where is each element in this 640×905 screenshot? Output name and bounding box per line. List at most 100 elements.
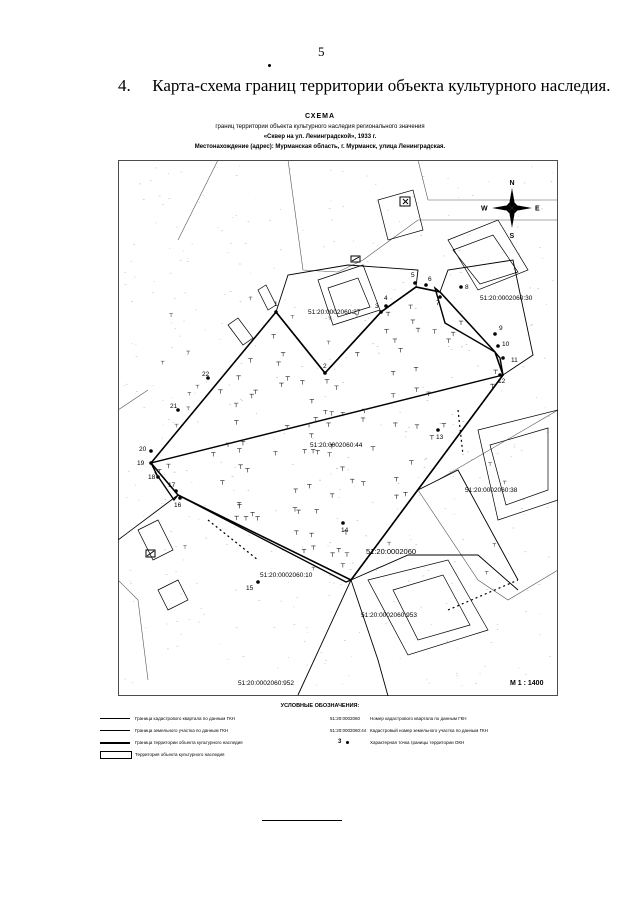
tree-symbol xyxy=(350,478,355,484)
speckle xyxy=(460,311,463,313)
speckle xyxy=(380,266,383,267)
speckle xyxy=(367,318,369,319)
speckle xyxy=(430,623,433,625)
speckle xyxy=(329,542,332,543)
tree-symbol xyxy=(293,488,298,493)
tree-symbol xyxy=(329,411,334,416)
speckle xyxy=(451,582,453,584)
speckle xyxy=(221,230,223,232)
point-label: 14 xyxy=(341,527,349,534)
speckle xyxy=(142,199,145,200)
tree-symbol xyxy=(414,387,419,392)
point-marker xyxy=(436,428,440,432)
tree-symbol xyxy=(502,480,507,485)
speckle xyxy=(428,682,431,684)
tree-symbol xyxy=(323,409,328,415)
speckle xyxy=(498,278,500,280)
speckle xyxy=(324,396,327,398)
point-label: 13 xyxy=(436,434,444,441)
legend-text: Характерная точка границы территории ОКН xyxy=(370,740,465,745)
speckle xyxy=(227,252,229,253)
speckle xyxy=(130,301,133,302)
tree-symbol xyxy=(245,468,250,473)
speckle xyxy=(424,458,427,460)
speckle xyxy=(465,344,467,345)
tree-symbol xyxy=(271,334,276,339)
speckle xyxy=(492,588,494,590)
speckle xyxy=(227,659,229,660)
compass-rose: N S W E xyxy=(481,180,540,240)
speckle xyxy=(163,549,165,551)
speckle xyxy=(124,284,127,285)
tree-symbol xyxy=(362,408,367,414)
speckle xyxy=(167,173,169,174)
point-marker xyxy=(206,376,210,380)
speckle xyxy=(124,678,127,680)
speckle xyxy=(168,419,170,421)
speckle xyxy=(162,424,164,426)
speckle xyxy=(329,358,331,360)
speckle xyxy=(131,343,133,345)
speckle xyxy=(549,656,551,657)
buildings xyxy=(137,189,558,656)
speckle xyxy=(247,490,250,491)
speckle xyxy=(153,281,155,283)
speckle xyxy=(234,527,236,529)
speckle xyxy=(180,171,183,173)
speckle xyxy=(329,575,331,576)
tree-symbol xyxy=(340,411,346,417)
legend-right: 51:20:0002060 Номер кадастрового квартал… xyxy=(330,716,560,766)
tree-symbol xyxy=(484,570,489,575)
speckle xyxy=(255,412,258,414)
tree-symbol xyxy=(441,423,447,428)
speckle xyxy=(338,497,340,498)
tree-symbol xyxy=(336,548,342,553)
legend-text: Номер кадастрового квартала по данным ГК… xyxy=(370,716,467,721)
parcel-label: 51:20:0002060:38 xyxy=(465,487,518,494)
speckle xyxy=(205,537,208,539)
tree-symbol xyxy=(385,311,391,317)
speckle xyxy=(420,606,422,608)
hatched-block xyxy=(145,255,361,558)
point-label: 4 xyxy=(384,295,388,302)
speckle xyxy=(543,357,546,359)
speckle xyxy=(171,347,173,349)
speckle xyxy=(184,292,187,294)
speckle xyxy=(423,466,426,468)
speckle xyxy=(241,400,243,402)
tree-symbol xyxy=(409,460,414,465)
speckle xyxy=(233,490,235,491)
tree-symbol xyxy=(243,516,249,521)
speckle xyxy=(279,249,282,251)
heading-text: Карта-схема границ территории объекта ку… xyxy=(152,76,611,95)
point-marker xyxy=(379,310,383,314)
okn-boundary-main xyxy=(149,286,504,582)
speckle xyxy=(545,303,547,305)
speckle xyxy=(242,656,245,657)
speckle xyxy=(133,244,136,245)
speckle xyxy=(418,494,420,496)
speckle xyxy=(312,438,314,439)
speckle xyxy=(223,294,226,295)
speckle xyxy=(293,624,296,625)
speckle xyxy=(521,508,523,509)
speckle xyxy=(231,476,234,477)
speckle xyxy=(514,443,516,445)
speckle xyxy=(525,674,527,675)
tree-symbol xyxy=(306,423,312,428)
tree-symbol xyxy=(311,566,316,571)
legend-left: Граница кадастрового квартала по данным … xyxy=(100,716,310,776)
speckle xyxy=(158,195,161,197)
tree-symbol xyxy=(490,383,495,389)
tree-symbol xyxy=(326,340,331,345)
speckle xyxy=(154,167,157,169)
tree-symbol xyxy=(237,448,242,453)
speckle xyxy=(273,438,275,440)
speckle xyxy=(539,613,541,615)
point-label: 5 xyxy=(411,272,415,279)
speckle xyxy=(165,573,168,575)
speckle xyxy=(552,172,554,174)
point-label: 7 xyxy=(436,300,440,307)
point-marker xyxy=(176,408,180,412)
speckle xyxy=(234,466,236,468)
